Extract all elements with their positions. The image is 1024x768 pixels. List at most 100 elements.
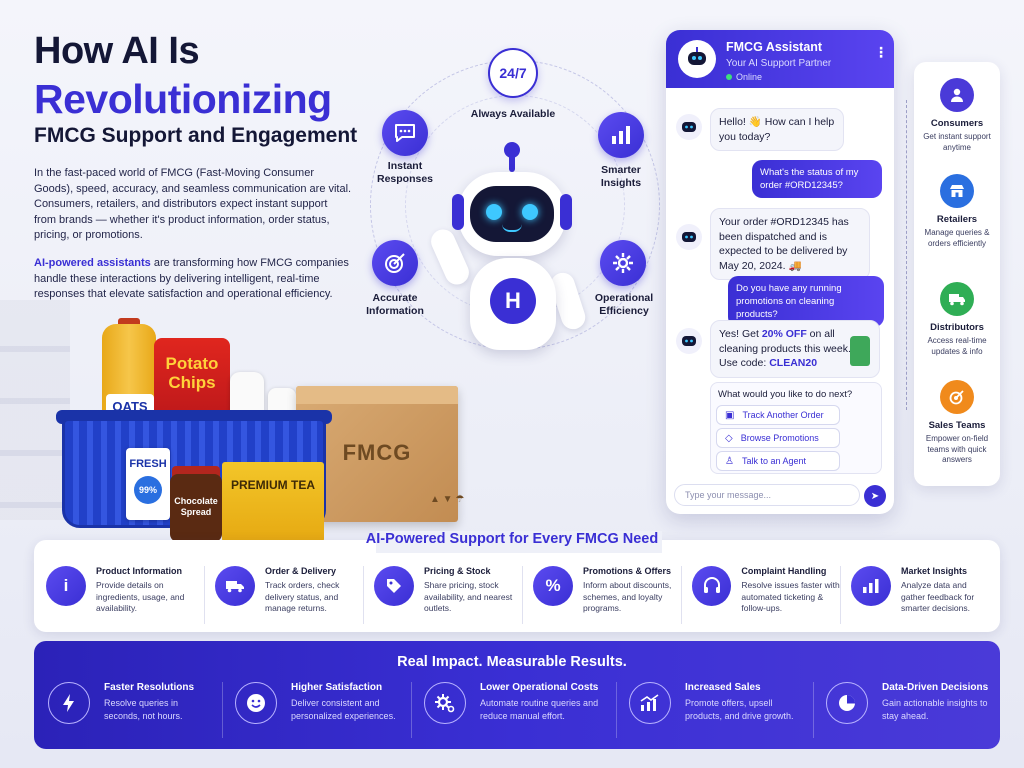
robot-eye-right <box>522 204 538 220</box>
support-item-title: Order & Delivery <box>265 566 337 576</box>
support-item: % Promotions & Offers Inform about disco… <box>523 566 681 615</box>
promo-prefix: Yes! Get <box>719 328 762 340</box>
intro-paragraph-2-text: are transforming how FMCG companies hand… <box>34 257 349 300</box>
support-item-desc: Resolve issues faster with automated tic… <box>741 580 840 613</box>
chat-message-user: Do you have any running promotions on cl… <box>728 276 884 327</box>
support-title: AI-Powered Support for Every FMCG Need <box>365 531 659 547</box>
headset-icon <box>692 566 732 606</box>
box-icon: ▣ <box>725 409 735 421</box>
impact-item-desc: Resolve queries in seconds, not hours. <box>104 698 183 721</box>
gears-icon <box>424 682 466 724</box>
promo-middle: on all cleaning products this week. Use … <box>719 328 851 369</box>
impact-item: Increased Sales Promote offers, upsell p… <box>617 682 813 724</box>
instant-responses-label: Instant Responses <box>376 160 434 185</box>
quick-actions-prompt: What would you like to do next? <box>718 389 853 400</box>
toothpaste-box: FRESH 99% <box>126 448 170 520</box>
audience-title: Sales Teams <box>928 420 986 431</box>
impact-item-desc: Automate routine queries and reduce manu… <box>480 698 599 721</box>
robot-badge: H <box>490 278 536 324</box>
divider <box>616 682 617 738</box>
intro-highlight: AI-powered assistants <box>34 257 151 269</box>
truck-icon <box>215 566 255 606</box>
smarter-insights-label: Smarter Insights <box>600 164 642 189</box>
cleaning-bottle-icon <box>850 336 870 366</box>
support-item: Order & Delivery Track orders, check del… <box>205 566 363 615</box>
promo-discount: 20% OFF <box>761 328 807 340</box>
always-available-badge: 24/7 <box>499 65 527 81</box>
user-icon <box>940 78 974 112</box>
send-icon[interactable]: ➤ <box>864 485 886 507</box>
accurate-information-label: Accurate Information <box>366 292 424 317</box>
impact-item: Lower Operational Costs Automate routine… <box>412 682 616 724</box>
talk-agent-button[interactable]: ♙Talk to an Agent <box>716 451 840 471</box>
target-icon <box>372 240 418 286</box>
support-item-desc: Analyze data and gather feedback for sma… <box>901 580 975 613</box>
title-line-2: Revolutionizing <box>34 76 332 122</box>
impact-item-desc: Gain actionable insights to stay ahead. <box>882 698 988 721</box>
promo-code: CLEAN20 <box>769 357 818 369</box>
online-status: Online <box>726 72 762 82</box>
tag-icon: ◇ <box>725 432 733 444</box>
target-icon <box>940 380 974 414</box>
track-order-label: Track Another Order <box>742 410 824 420</box>
lightning-icon <box>48 682 90 724</box>
impact-items: Faster Resolutions Resolve queries in se… <box>48 682 994 738</box>
impact-item-title: Lower Operational Costs <box>480 682 599 693</box>
support-item-desc: Share pricing, stock availability, and n… <box>424 580 513 613</box>
intro-paragraph-2: AI-powered assistants are transforming h… <box>34 256 352 303</box>
impact-item: Data-Driven Decisions Gain actionable in… <box>814 682 990 724</box>
track-order-button[interactable]: ▣ Track Another Order <box>716 405 840 425</box>
chat-bubble-icon <box>382 110 428 156</box>
chat-message-bot: Your order #ORD12345 has been dispatched… <box>710 208 870 280</box>
robot-antenna <box>509 150 515 172</box>
divider <box>522 566 523 624</box>
assistant-name: FMCG Assistant <box>726 40 823 54</box>
audience-title: Consumers <box>930 118 984 129</box>
browse-promotions-button[interactable]: ◇ Browse Promotions <box>716 428 840 448</box>
bot-avatar-icon <box>676 224 702 250</box>
support-title-backing <box>376 531 662 553</box>
support-panel <box>34 540 1000 632</box>
tag-icon <box>374 566 414 606</box>
divider <box>204 566 205 624</box>
divider <box>840 566 841 624</box>
assistant-avatar <box>678 40 716 78</box>
support-item-title: Market Insights <box>901 566 968 576</box>
store-icon <box>940 174 974 208</box>
chat-message-input[interactable]: Type your message... <box>674 484 860 506</box>
more-menu-icon[interactable]: ⋮ <box>874 44 888 60</box>
chat-panel: FMCG Assistant Your AI Support Partner O… <box>666 30 894 514</box>
support-item-desc: Track orders, check delivery status, and… <box>265 580 340 613</box>
support-item-desc: Inform about discounts, schemes, and loy… <box>583 580 672 613</box>
audience-desc: Get instant support anytime <box>923 132 991 152</box>
title-line-1: How AI Is <box>34 30 200 72</box>
fmcg-box-label: FMCG <box>342 440 412 465</box>
tea-box: PREMIUM TEA <box>222 462 324 542</box>
fmcg-box-flap <box>296 386 458 404</box>
support-item: Complaint Handling Resolve issues faster… <box>682 566 840 615</box>
divider <box>411 682 412 738</box>
support-item-title: Promotions & Offers <box>583 566 672 576</box>
impact-item: Faster Resolutions Resolve queries in se… <box>48 682 222 724</box>
robot-smile <box>502 224 522 232</box>
always-available-label: Always Available <box>470 108 556 120</box>
audience-title: Distributors <box>930 322 984 333</box>
impact-item-title: Increased Sales <box>685 682 761 693</box>
toothpaste-badge: 99% <box>134 476 162 504</box>
bot-avatar-icon <box>676 114 702 140</box>
audience-desc: Empower on-field teams with quick answer… <box>925 434 989 464</box>
support-item-desc: Provide details on ingredients, usage, a… <box>96 580 185 613</box>
impact-item-desc: Promote offers, upsell products, and dri… <box>685 698 794 721</box>
support-item-title: Complaint Handling <box>741 566 827 576</box>
bar-chart-icon <box>851 566 891 606</box>
chat-message-bot: Hello! 👋 How can I help you today? <box>710 108 844 151</box>
insights-bar-icon <box>598 112 644 158</box>
chat-message-user: What's the status of my order #ORD12345? <box>752 160 882 198</box>
growth-chart-icon <box>629 682 671 724</box>
browse-promotions-label: Browse Promotions <box>740 433 819 443</box>
impact-item: Higher Satisfaction Deliver consistent a… <box>223 682 411 724</box>
online-dot-icon <box>726 74 732 80</box>
toothpaste-label: FRESH <box>129 458 167 470</box>
robot-ear-left <box>452 194 464 230</box>
pie-chart-icon <box>826 682 868 724</box>
